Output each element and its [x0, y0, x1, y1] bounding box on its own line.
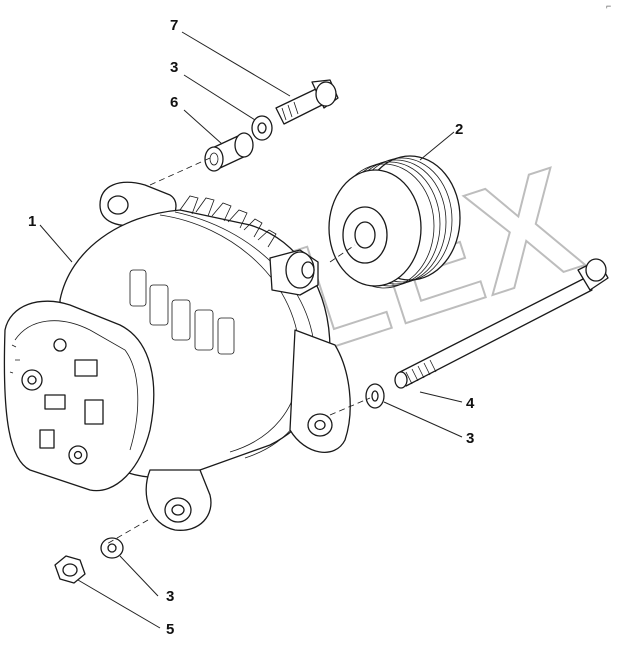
- long-bolt: [394, 258, 609, 389]
- pulley: [328, 155, 461, 289]
- callout-5: 5: [166, 621, 174, 638]
- callout-2: 2: [455, 121, 463, 138]
- callout-4: 4: [466, 395, 475, 412]
- callout-3-top: 3: [170, 59, 178, 76]
- washer-bolt: [365, 383, 385, 409]
- callout-labels: 7 3 6 2 1 4 3 3 5 ⌐: [28, 1, 611, 638]
- callout-6: 6: [170, 94, 178, 111]
- alternator: [3, 181, 351, 531]
- centre-lines: [104, 157, 371, 546]
- bottom-washer: [100, 537, 124, 559]
- top-washer: [251, 115, 273, 141]
- hex-nut: [54, 555, 86, 584]
- callout-1: 1: [28, 213, 36, 230]
- corner-mark: ⌐: [606, 1, 611, 11]
- top-bolt: [275, 79, 339, 125]
- callout-3-right: 3: [466, 430, 474, 447]
- leader-lines: [39, 31, 463, 629]
- callout-7: 7: [170, 17, 178, 34]
- callout-3-bottom: 3: [166, 588, 174, 605]
- spacer-sleeve: [204, 132, 254, 172]
